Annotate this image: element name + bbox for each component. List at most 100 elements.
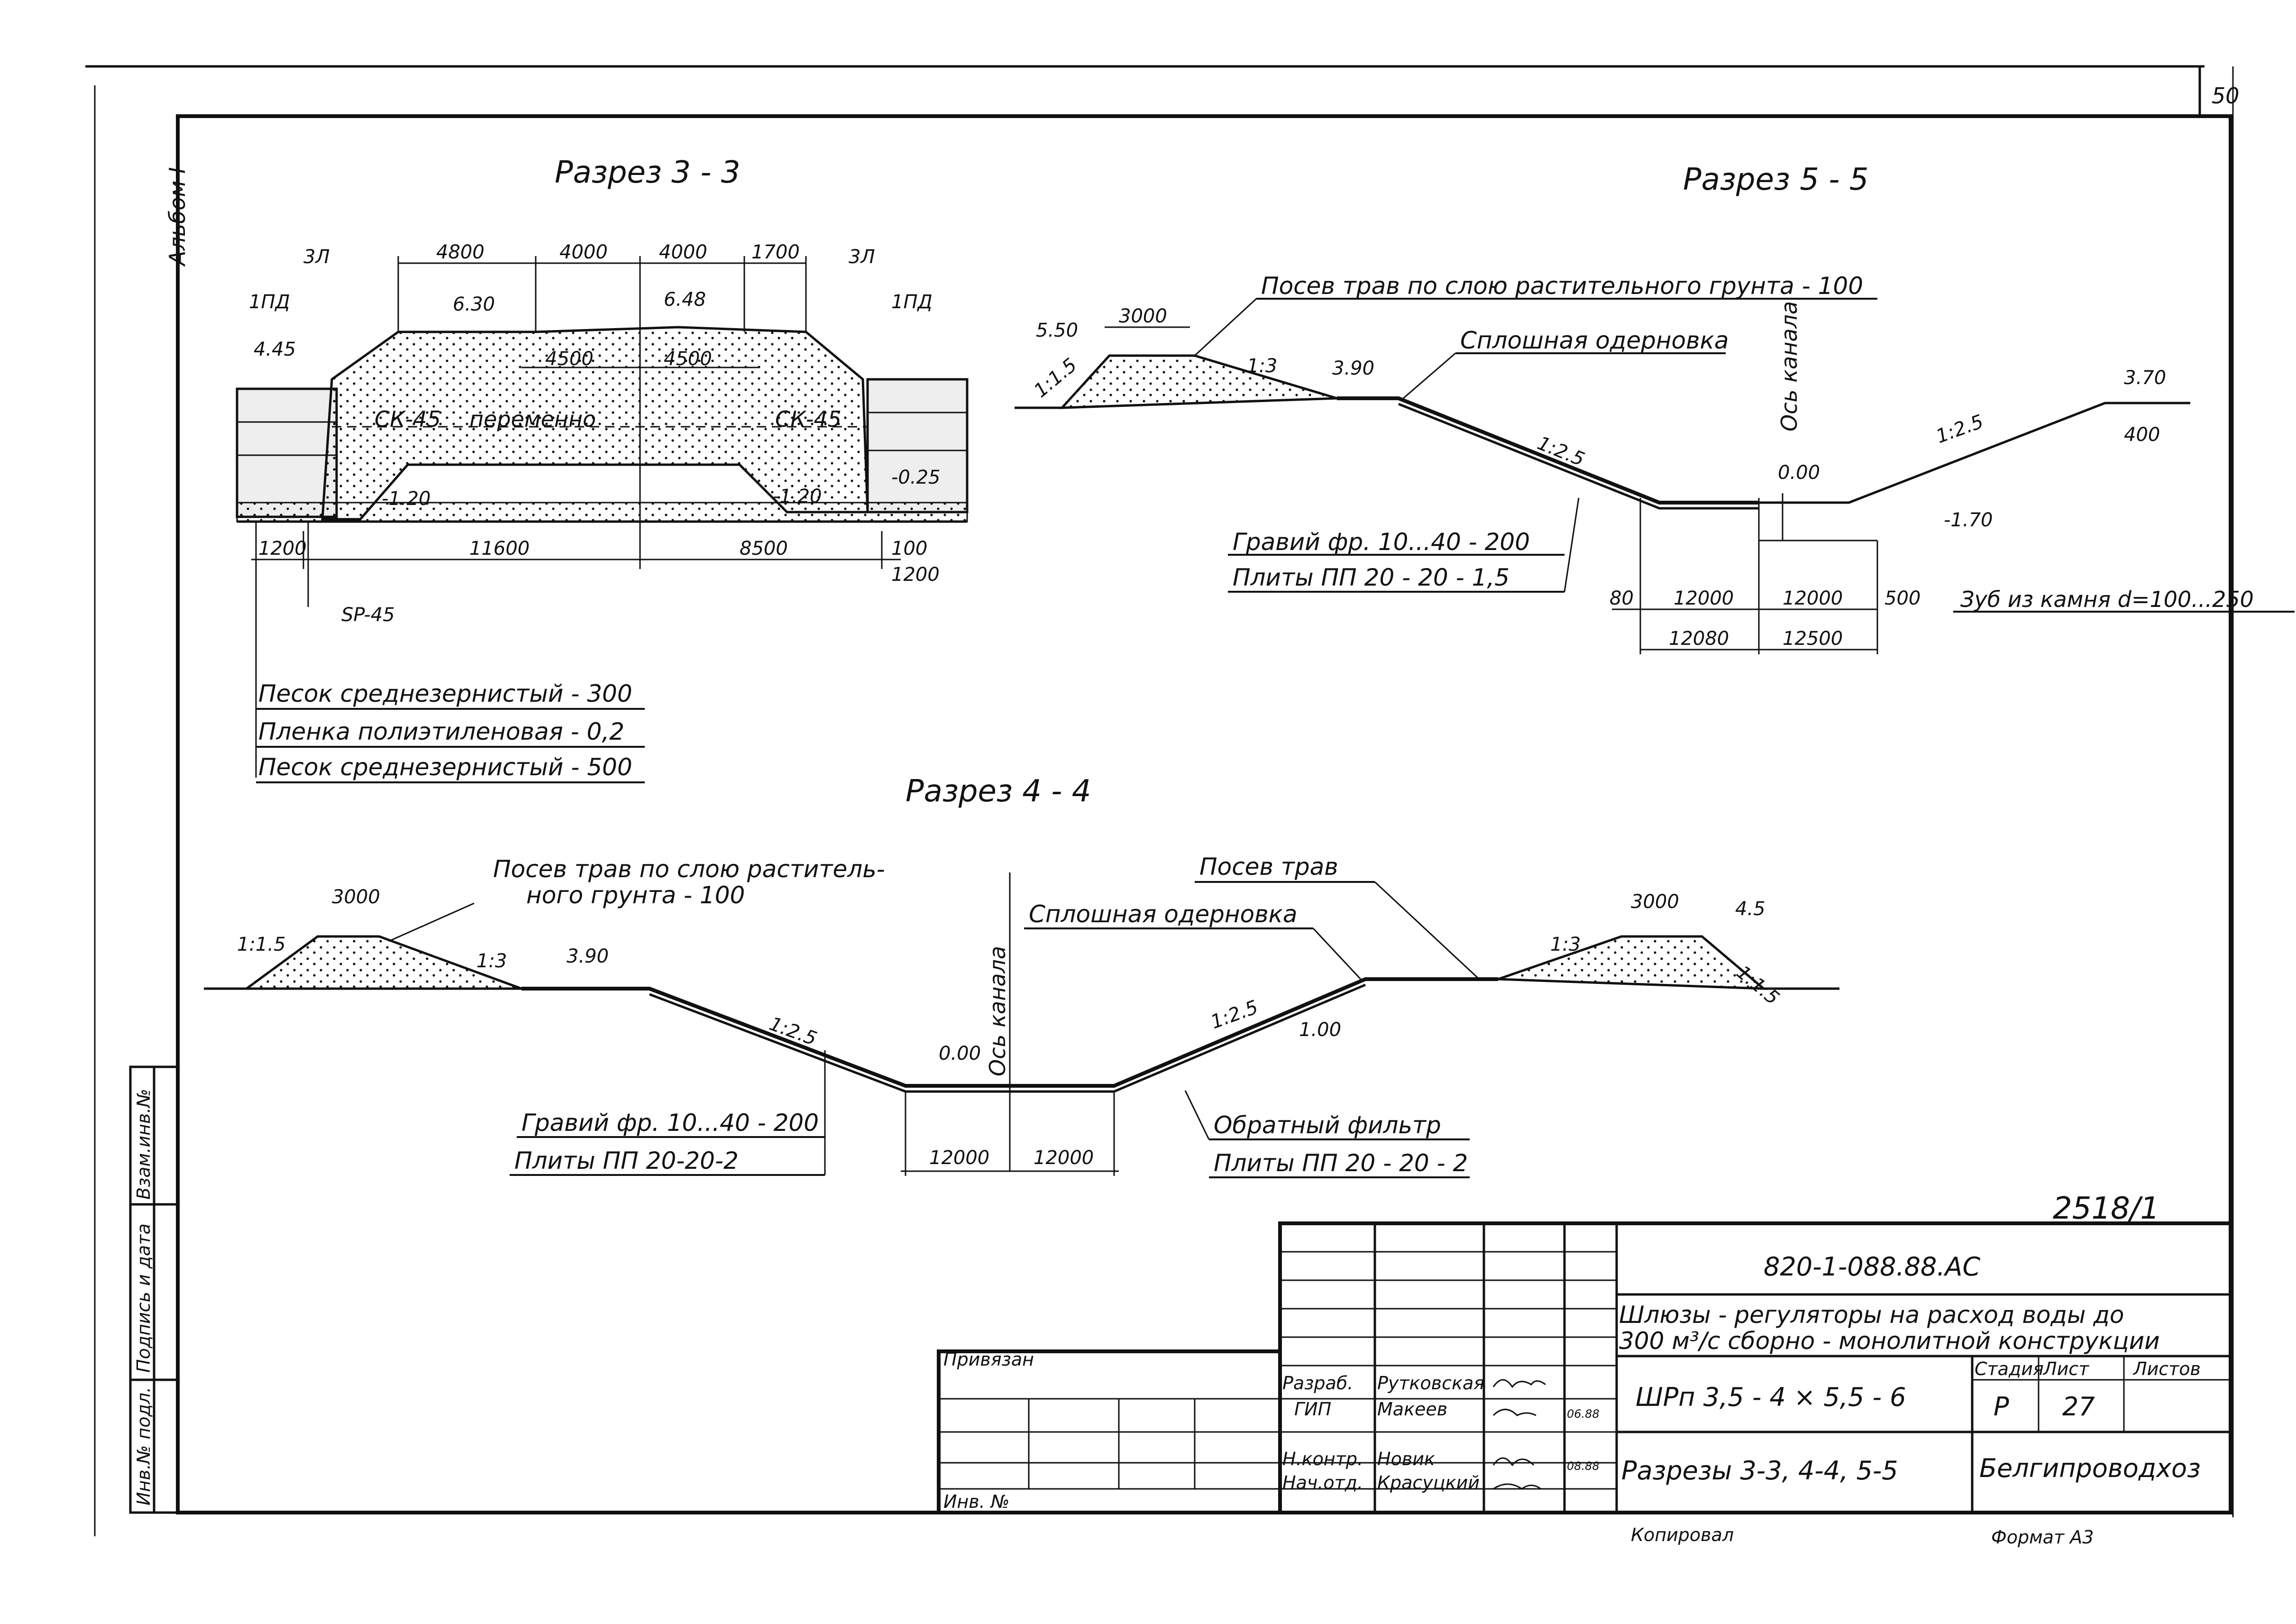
dim-12000-a-4-4: 12000 xyxy=(929,1147,989,1169)
dim-3000-left-4-4: 3000 xyxy=(332,886,380,908)
note-grass-5-5: Посев трав по слою растительного грунта … xyxy=(1261,272,1863,300)
signature-4 xyxy=(1493,1483,1541,1490)
note-sod-5-5: Сплошная одерновка xyxy=(1460,327,1729,354)
object-line-2: 300 м³/с сборно - монолитной конструкции xyxy=(1619,1327,2160,1355)
gravel-5-5: Гравий фр. 10...40 - 200 xyxy=(1233,528,1530,556)
dim-1200-left: 1200 xyxy=(258,538,307,560)
slope-1-1-5-left-4-4: 1:1.5 xyxy=(237,934,286,955)
dim-4500-b: 4500 xyxy=(664,348,712,370)
name-makeev: Макеев xyxy=(1377,1399,1447,1420)
dim-1700: 1700 xyxy=(751,241,800,263)
copied-label: Копировал xyxy=(1631,1524,1734,1545)
gravel-4-4: Гравий фр. 10...40 - 200 xyxy=(521,1109,819,1137)
role-gip: ГИП xyxy=(1294,1399,1331,1420)
tag-3l-right: 3Л xyxy=(849,246,875,268)
tag-1pd-left: 1ПД xyxy=(249,291,290,313)
slope-1-3-left-4-4: 1:3 xyxy=(476,950,507,972)
slope-1-3-right-4-4: 1:3 xyxy=(1550,934,1581,955)
mark-neg-1-20-a: -1.20 xyxy=(382,488,431,510)
teeth-label: Зуб из камня d=100...250 xyxy=(1960,587,2254,612)
section-5-5: Разрез 5 - 5 Ось канала Посев трав по сл… xyxy=(1015,162,2295,654)
dim-12080: 12080 xyxy=(1669,628,1729,650)
stage-value: Р xyxy=(1994,1392,2009,1422)
embankment-5-5 xyxy=(1059,354,1337,409)
organization: Белгипроводхоз xyxy=(1979,1453,2201,1483)
dim-3000-5-5: 3000 xyxy=(1119,305,1167,327)
filter-4-4: Обратный фильтр xyxy=(1214,1111,1441,1139)
mark-0-00-4-4: 0.00 xyxy=(939,1043,981,1064)
signature-3 xyxy=(1492,1457,1535,1467)
mark-4-5-4-4: 4.5 xyxy=(1735,898,1765,920)
dim-12000-b-4-4: 12000 xyxy=(1034,1147,1094,1169)
sheet-value: 27 xyxy=(2062,1392,2095,1422)
mark-0-00-5-5: 0.00 xyxy=(1778,462,1820,484)
dim-3000-right-4-4: 3000 xyxy=(1631,891,1679,913)
date-2: 06.88 xyxy=(1567,1407,1600,1421)
structure-mark: ШРп 3,5 - 4 × 5,5 - 6 xyxy=(1636,1382,1906,1412)
mark-3-90-4-4: 3.90 xyxy=(567,945,609,967)
dim-4800: 4800 xyxy=(436,241,485,263)
slope-1-2-5-right-5-5: 1:2.5 xyxy=(1933,411,1986,448)
vzam-inv-label: Взам.инв.№ xyxy=(133,1089,154,1200)
note-sod-4-4: Сплошная одерновка xyxy=(1029,900,1297,928)
plates-5-5: Плиты ПП 20 - 20 - 1,5 xyxy=(1233,564,1509,591)
section-5-5-title: Разрез 5 - 5 xyxy=(1683,162,1868,197)
canal-axis-4-4: Ось канала xyxy=(985,946,1010,1076)
page-number: 50 xyxy=(2212,83,2240,109)
embankment-left-4-4 xyxy=(243,935,522,990)
dim-500: 500 xyxy=(1884,587,1921,609)
name-krasutsky: Красуцкий xyxy=(1377,1472,1480,1493)
variable-label: переменно xyxy=(469,406,596,432)
dim-80: 80 xyxy=(1610,587,1634,609)
mark-5-50: 5.50 xyxy=(1036,320,1078,341)
sk-45-right: СК-45 xyxy=(775,406,842,432)
sheet-label: Лист xyxy=(2042,1358,2090,1379)
mark-3-70: 3.70 xyxy=(2124,367,2166,389)
section-3-3: Разрез 3 - 3 4800 4000 4000 1700 4500 45… xyxy=(236,155,969,783)
privyazan-label: Привязан xyxy=(943,1349,1034,1370)
sheets-label: Листов xyxy=(2132,1358,2201,1379)
tag-3l-left: 3Л xyxy=(303,246,330,268)
dim-12000-a-5-5: 12000 xyxy=(1674,587,1734,609)
mark-4-45: 4.45 xyxy=(254,339,296,360)
dim-12500: 12500 xyxy=(1783,628,1843,650)
dim-4500-a: 4500 xyxy=(545,348,594,370)
sk-45-left: СК-45 xyxy=(375,406,441,432)
left-strip: Инв.№ подл. Подпись и дата Взам.инв.№ xyxy=(129,1065,179,1514)
mark-neg-0-25: -0.25 xyxy=(891,467,941,488)
name-rutkovskaya: Рутковская xyxy=(1377,1373,1484,1394)
dim-400: 400 xyxy=(2124,424,2160,446)
embankment-right-4-4 xyxy=(1498,935,1767,990)
dim-12000-b-5-5: 12000 xyxy=(1783,587,1843,609)
mark-neg-1-20-b: -1.20 xyxy=(773,486,822,507)
mark-6-48: 6.48 xyxy=(664,289,706,311)
dim-4000-b: 4000 xyxy=(659,241,707,263)
drawing-code: 820-1-088.88.АС xyxy=(1764,1252,1980,1282)
plates-left-4-4: Плиты ПП 20-20-2 xyxy=(514,1147,739,1174)
mark-3-90-5-5: 3.90 xyxy=(1332,358,1374,379)
dim-8500: 8500 xyxy=(740,538,788,560)
mark-6-30: 6.30 xyxy=(453,294,495,315)
layer-3: Песок среднезернистый - 500 xyxy=(258,753,632,781)
note-grass-4-4-l1: Посев трав по слою раститель- xyxy=(493,855,885,883)
inv-podl-label: Инв.№ подл. xyxy=(133,1387,154,1505)
plates-right-4-4: Плиты ПП 20 - 20 - 2 xyxy=(1214,1149,1468,1177)
mark-neg-1-70: -1.70 xyxy=(1944,509,1993,531)
tag-1pd-right: 1ПД xyxy=(891,291,933,313)
layer-2: Пленка полиэтиленовая - 0,2 xyxy=(258,718,624,745)
note-grass-4-4-l2: ного грунта - 100 xyxy=(526,881,745,909)
mark-1-00-4-4: 1.00 xyxy=(1299,1019,1341,1041)
name-novik: Новик xyxy=(1377,1449,1435,1469)
date-1: 08.88 xyxy=(1567,1459,1600,1473)
dim-11600: 11600 xyxy=(469,538,530,560)
inv-no-label: Инв. № xyxy=(943,1491,1009,1512)
role-nachotd: Нач.отд. xyxy=(1282,1472,1363,1493)
title-block: Привязан Инв. № Разраб. ГИП Н.контр. Нач… xyxy=(937,1221,2232,1514)
signature-1 xyxy=(1492,1379,1546,1388)
layer-1: Песок среднезернистый - 300 xyxy=(258,680,632,707)
section-3-3-title: Разрез 3 - 3 xyxy=(555,155,740,190)
dim-4000-a: 4000 xyxy=(559,241,608,263)
role-razrab: Разраб. xyxy=(1282,1373,1353,1394)
slope-1-3-5-5: 1:3 xyxy=(1247,355,1277,377)
